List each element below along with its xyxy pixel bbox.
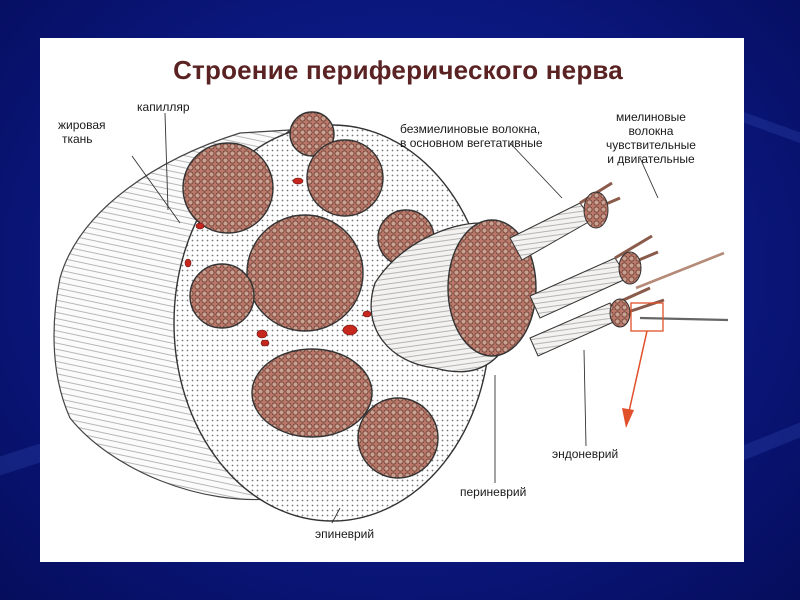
fiber-bundles (509, 181, 729, 357)
inner-fascicle (447, 219, 537, 357)
label-fat-tissue: жировая ткань (58, 118, 106, 146)
label-unmyelinated-fibers: безмиелиновые волокна, в основном вегета… (400, 122, 543, 150)
capillaries (184, 177, 372, 347)
fascicle (182, 142, 274, 234)
fascicle (246, 214, 364, 332)
label-capillary: капилляр (137, 100, 190, 114)
fascicle (357, 397, 439, 479)
slide-panel: Строение периферического нерва (40, 38, 744, 562)
detail-arrow-head (622, 408, 634, 428)
fascicle (251, 348, 373, 438)
detail-arrow (627, 330, 648, 417)
nerve-illustration (53, 111, 729, 524)
label-epineurium: эпиневрий (315, 527, 375, 541)
label-perineurium: периневрий (460, 485, 527, 499)
fascicles (182, 111, 439, 479)
slide-title: Строение периферического нерва (173, 55, 623, 85)
label-endoneurium: эндоневрий (552, 447, 619, 461)
fascicle (189, 263, 255, 329)
fascicle (289, 111, 335, 157)
leader-lines (131, 112, 659, 524)
fascicle (306, 139, 384, 217)
label-myelinated-fibers: миелиновые волокна чувствительные и двиг… (606, 110, 696, 166)
